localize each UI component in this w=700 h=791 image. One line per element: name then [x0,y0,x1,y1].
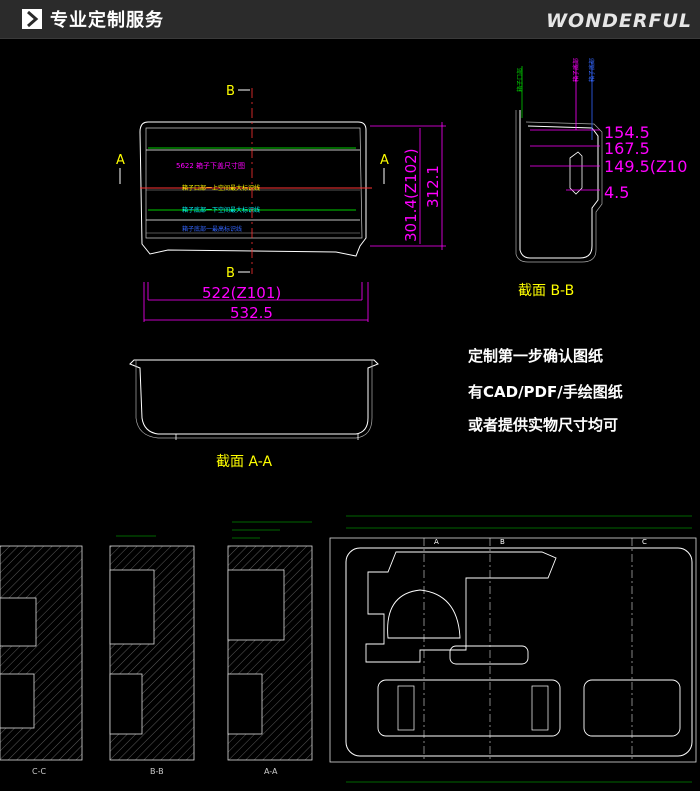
dim-width-inner: 522(Z101) [202,284,281,302]
label-magenta: 5622 箱子下盖尺寸图 [176,161,245,170]
dim-width-outer: 532.5 [230,304,273,322]
vlabel-2: 箱子底部 [572,58,580,82]
marker-b-bottom: B [226,266,235,281]
section-bb-label: 截面 B-B [518,283,574,299]
label-cc: C-C [32,767,46,776]
marker-a-right: A [380,153,389,168]
section-aa: 截面 A-A [129,359,379,470]
dim-149-5: 149.5(Z10 [604,157,687,176]
header-bar: 专业定制服务 WONDERFUL [0,0,700,39]
label-aa: A-A [264,767,278,776]
note-line-1: 定制第一步确认图纸 [468,347,604,365]
note-line-2: 有CAD/PDF/手绘图纸 [468,383,623,401]
bottom-drawing: C-C B-B A-A A B C [0,515,697,783]
marker-b-plan: B [500,538,505,546]
page-title: 专业定制服务 [50,10,164,31]
vlabel-3: 箱子底部 [588,58,596,82]
label-cyan: 箱子底部一下空间最大标识线 [182,206,260,214]
section-aa-label: 截面 A-A [216,454,272,470]
cad-drawing: 5622 箱子下盖尺寸图 箱子口部一上空间最大标识线 箱子底部一下空间最大标识线… [0,58,697,783]
dim-4-5: 4.5 [604,183,629,202]
label-yellow: 箱子口部一上空间最大标识线 [182,184,260,192]
plan-view: 5622 箱子下盖尺寸图 箱子口部一上空间最大标识线 箱子底部一下空间最大标识线… [116,84,446,322]
marker-c-plan: C [642,538,647,546]
label-bb: B-B [150,767,164,776]
vlabel-1: 箱子口部 [516,68,524,92]
dim-154-5: 154.5 [604,123,650,142]
marker-a-left: A [116,153,125,168]
chevron-right-icon [22,9,42,29]
note-line-3: 或者提供实物尺寸均可 [468,416,619,434]
brand-logo: WONDERFUL [546,10,692,32]
dim-height-inner: 301.4(Z102) [402,148,420,242]
marker-a-plan: A [434,538,439,546]
marker-b-top: B [226,84,235,99]
section-bb: 箱子口部 箱子底部 箱子底部 154.5 167.5 149.5(Z10 4.5… [515,58,687,299]
dim-height-outer: 312.1 [424,165,442,208]
dim-167-5: 167.5 [604,139,650,158]
label-blue: 箱子底部一最高标识线 [182,225,242,233]
